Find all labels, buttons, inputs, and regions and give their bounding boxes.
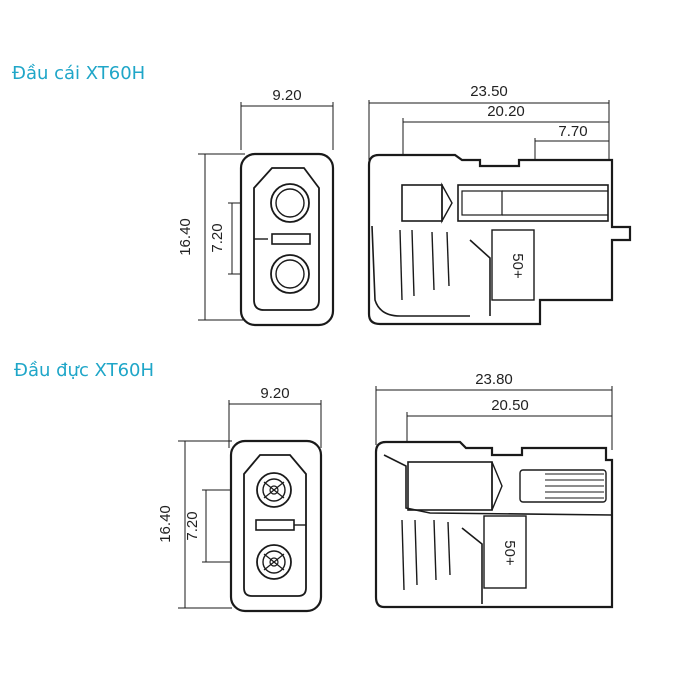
male-side-view: 23.80 20.50 50+ bbox=[374, 371, 614, 609]
male-title: Đầu đực XT60H bbox=[14, 360, 154, 381]
female-marking: 50+ bbox=[509, 253, 526, 279]
male-marking: 50+ bbox=[501, 540, 518, 566]
female-front-view: 9.20 16.40 7.20 bbox=[177, 87, 335, 327]
female-front-width-label: 9.20 bbox=[272, 87, 301, 104]
male-front-view: 9.20 16.40 7.20 bbox=[157, 385, 323, 613]
male-pitch-label: 7.20 bbox=[184, 511, 201, 540]
male-section: Đầu đực XT60H 9.20 16.40 7.20 bbox=[14, 360, 614, 613]
female-title: Đầu cái XT60H bbox=[12, 63, 145, 84]
male-front-width-label: 9.20 bbox=[260, 385, 289, 402]
male-side-body-label: 20.50 bbox=[491, 397, 529, 414]
female-side-view: 23.50 20.20 7.70 50+ bbox=[367, 83, 632, 326]
female-pitch-label: 7.20 bbox=[209, 223, 226, 252]
female-front-height-label: 16.40 bbox=[177, 218, 194, 256]
male-side-total-label: 23.80 bbox=[475, 371, 513, 388]
female-side-pin-label: 7.70 bbox=[558, 123, 587, 140]
female-section: Đầu cái XT60H 9.20 16.40 7.20 bbox=[12, 63, 632, 327]
female-side-body-label: 20.20 bbox=[487, 103, 525, 120]
male-front-height-label: 16.40 bbox=[157, 505, 174, 543]
female-side-total-label: 23.50 bbox=[470, 83, 508, 100]
